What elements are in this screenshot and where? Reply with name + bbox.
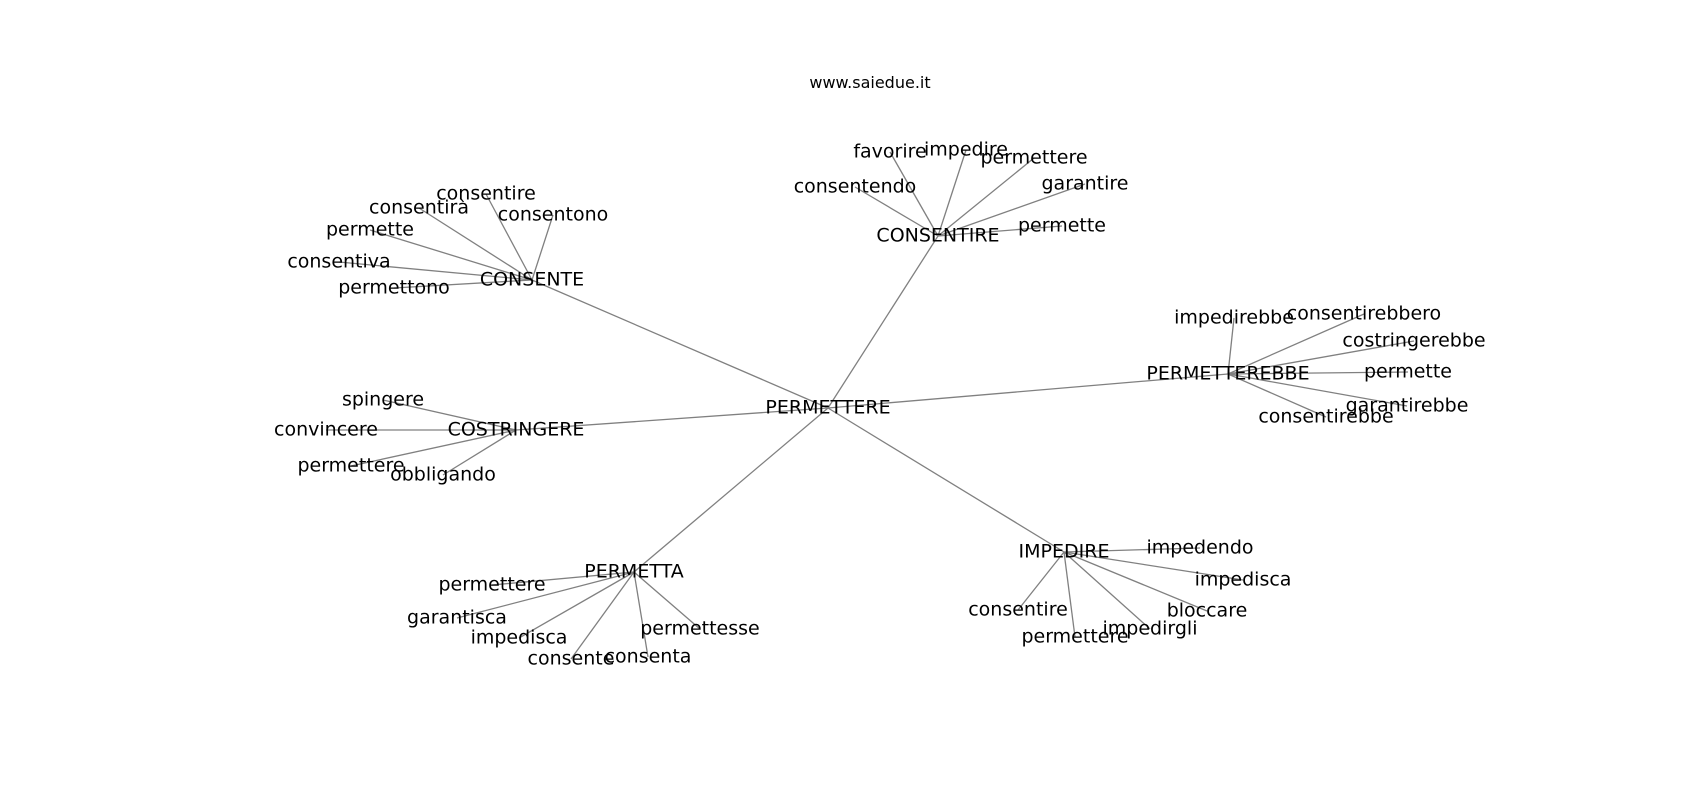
node-leaf-permetterebbe-consentirebbero: consentirebbero [1287, 303, 1441, 325]
node-leaf-permetta-impedisca: impedisca [471, 627, 568, 649]
edge-consentire-permettere [937, 157, 1035, 237]
edge-permetta-consente [570, 571, 635, 660]
edge-impedire-impedisca [1063, 551, 1244, 581]
node-hub-consentire: CONSENTIRE [876, 225, 999, 247]
node-leaf-consentire-garantire: garantire [1041, 173, 1128, 195]
edge-root-costringere [515, 407, 829, 431]
edge-permetterebbe-garantirebbe [1227, 373, 1408, 407]
edges-layer [326, 149, 1415, 660]
edge-consente-consentira [418, 207, 533, 281]
node-leaf-permetta-consenta: consenta [605, 646, 692, 668]
node-leaf-permetta-garantisca: garantisca [407, 607, 507, 629]
edge-costringere-permettere [350, 429, 517, 467]
edge-impedire-permettere [1063, 551, 1076, 638]
edge-costringere-obbligando [442, 429, 517, 476]
edge-permetta-permettere [491, 571, 635, 586]
edge-permetterebbe-consentirebbe [1227, 373, 1327, 418]
edge-permetterebbe-permette [1227, 371, 1409, 375]
node-leaf-costringere-convincere: convincere [274, 419, 378, 441]
node-hub-permetterebbe: PERMETTEREBBE [1146, 363, 1309, 385]
edge-consentire-garantire [937, 183, 1086, 237]
edge-impedire-impedendo [1063, 547, 1201, 553]
node-leaf-permetterebbe-impedirebbe: impedirebbe [1174, 307, 1294, 329]
edge-permetta-consenta [633, 571, 649, 658]
labels-layer: PERMETTERECONSENTIREfavorireimpedireperm… [274, 139, 1486, 670]
edge-permetta-impedisca [518, 571, 635, 639]
edge-permetta-garantisca [456, 571, 635, 619]
node-leaf-impedire-permettere: permettere [1021, 626, 1128, 648]
edge-root-consentire [827, 235, 939, 409]
node-leaf-impedire-impedisca: impedisca [1195, 569, 1292, 591]
site-watermark: www.saiedue.it [809, 73, 930, 92]
node-leaf-impedire-impedendo: impedendo [1146, 537, 1253, 559]
edge-consentire-permette [937, 225, 1063, 237]
node-leaf-consentire-impedire: impedire [924, 139, 1008, 161]
node-leaf-consente-permette: permette [326, 219, 414, 241]
edge-consente-consentono [531, 214, 554, 281]
edge-consente-consentire [485, 193, 533, 281]
node-leaf-consente-consentono: consentono [498, 204, 608, 226]
node-leaf-permetterebbe-garantirebbe: garantirebbe [1346, 395, 1469, 417]
node-leaf-impedire-impedirgli: impedirgli [1103, 618, 1198, 640]
node-leaf-permetterebbe-costringerebbe: costringerebbe [1342, 330, 1485, 352]
node-leaf-impedire-bloccare: bloccare [1167, 600, 1248, 622]
node-leaf-consentire-permettere: permettere [980, 147, 1087, 169]
node-hub-impedire: IMPEDIRE [1019, 541, 1110, 563]
node-root: PERMETTERE [765, 397, 890, 419]
edge-root-consente [531, 279, 829, 409]
edge-root-permetterebbe [827, 373, 1229, 409]
node-leaf-permetta-permettere: permettere [438, 574, 545, 596]
node-leaf-costringere-spingere: spingere [342, 389, 424, 411]
edge-consentire-impedire [937, 149, 967, 237]
node-leaf-consente-permettono: permettono [338, 277, 450, 299]
edge-permetta-permettesse [633, 571, 701, 630]
edge-consente-permette [369, 229, 533, 281]
node-leaf-permetta-consente: consente [528, 648, 615, 670]
node-leaf-costringere-permettere: permettere [297, 455, 404, 477]
node-leaf-consentire-consentendo: consentendo [794, 176, 917, 198]
node-leaf-consente-consentira: consentirà [369, 197, 469, 219]
edge-impedire-impedirgli [1063, 551, 1151, 630]
edge-permetterebbe-costringerebbe [1227, 340, 1415, 375]
edge-permetterebbe-impedirebbe [1227, 317, 1235, 375]
edge-impedire-bloccare [1063, 551, 1208, 612]
node-leaf-costringere-obbligando: obbligando [390, 464, 496, 486]
node-leaf-permetterebbe-consentirebbe: consentirebbe [1258, 406, 1393, 428]
edge-impedire-consentire [1017, 551, 1065, 611]
edge-consentire-favorire [889, 151, 939, 237]
edge-consentire-consentendo [854, 186, 939, 237]
node-leaf-permetterebbe-permette: permette [1364, 361, 1452, 383]
node-hub-costringere: COSTRINGERE [448, 419, 585, 441]
node-hub-permetta: PERMETTA [584, 561, 683, 583]
edge-consente-consentiva [338, 261, 533, 281]
node-leaf-consentire-permette: permette [1018, 215, 1106, 237]
node-leaf-consente-consentiva: consentiva [287, 251, 390, 273]
node-leaf-consentire-favorire: favorire [853, 141, 926, 163]
node-hub-consente: CONSENTE [480, 269, 584, 291]
node-leaf-consente-consentire: consentire [436, 183, 536, 205]
node-leaf-impedire-consentire: consentire [968, 599, 1068, 621]
edge-consente-permettono [393, 279, 533, 289]
edge-costringere-spingere [382, 399, 517, 431]
edge-root-impedire [827, 407, 1065, 553]
edge-permetterebbe-consentirebbero [1227, 313, 1365, 375]
edge-root-permetta [633, 407, 829, 573]
node-leaf-permetta-permettesse: permettesse [640, 618, 760, 640]
